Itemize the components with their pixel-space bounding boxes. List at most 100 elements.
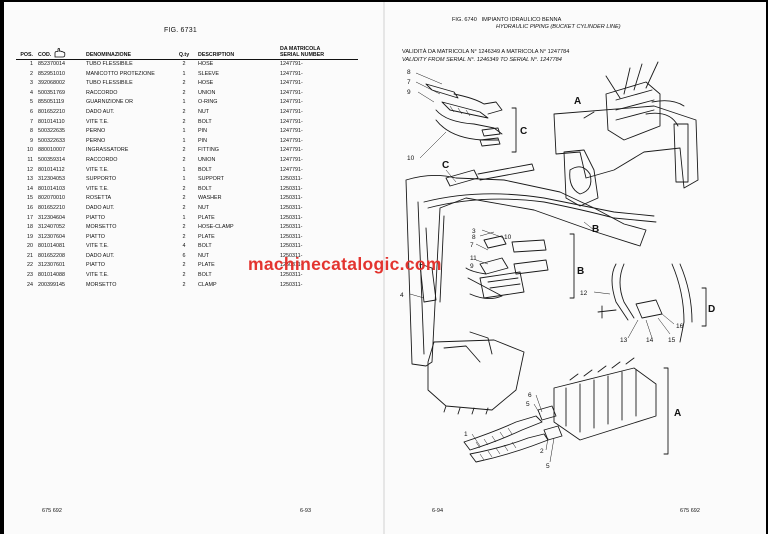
arm-cylinder: [419, 227, 437, 303]
cell-qty: 2: [182, 147, 186, 154]
callout-5-bottom: 5: [546, 463, 550, 470]
valve-levers: [605, 61, 659, 99]
cell-code: 855051119: [38, 99, 65, 106]
hose-2: [469, 433, 549, 463]
cell-pos: 21: [27, 252, 33, 259]
cell-serial: 1250311-: [280, 272, 303, 279]
cell-desc: PLATE: [198, 262, 215, 269]
callout-2: 2: [540, 448, 544, 455]
cell-serial: 1250311-: [280, 214, 303, 221]
cell-serial: 1247791-: [280, 128, 303, 135]
cell-pos: 19: [27, 233, 33, 240]
catalog-spread: FIG. 6731 POS. COD. DENOMINAZIONE Q.ty D…: [4, 2, 766, 534]
right-title-en: HYDRAULIC PIPING (BUCKET CYLINDER LINE): [496, 24, 621, 31]
cell-name-it: MORSETTO: [86, 224, 117, 231]
cell-name-it: DADO AUT.: [86, 252, 115, 259]
section-C-right: C: [520, 126, 527, 137]
callout-1: 1: [464, 431, 468, 438]
right-footer-model: 675 692: [680, 508, 700, 514]
boom-inner-line: [417, 201, 445, 355]
cell-name-it: PIATTO: [86, 214, 105, 221]
cell-serial: 1250311-: [280, 281, 303, 288]
cell-name-it: GUARNIZIONE OR: [86, 99, 134, 106]
cell-name-it: RACCORDO: [86, 89, 118, 96]
cell-desc: PIN: [198, 137, 207, 144]
right-fig-label: FIG. 6740: [452, 17, 477, 23]
cell-qty: 2: [182, 185, 186, 192]
cell-name-it: SUPPORTO: [86, 176, 117, 183]
detail-B-hoses: [465, 267, 503, 299]
validity-it: VALIDITÀ DA MATRICOLA N° 1246349 A MATRI…: [402, 49, 570, 55]
cylinder-C: [445, 163, 535, 187]
col-pos: POS.: [20, 52, 33, 58]
left-fig-label: FIG. 6731: [164, 27, 197, 34]
cell-pos: 8: [30, 128, 33, 135]
cell-name-it: RACCORDO: [86, 156, 118, 163]
callout-11: 11: [470, 255, 477, 262]
detail-B-clamp: [479, 271, 525, 299]
watermark-text: machinecatalogic.com: [248, 254, 442, 274]
cell-serial: 1247791-: [280, 166, 303, 173]
cell-desc: NUT: [198, 108, 210, 115]
cell-desc: SLEEVE: [198, 70, 219, 77]
cell-desc: PLATE: [198, 233, 215, 240]
cell-desc: NUT: [198, 252, 210, 259]
callout-8-mid: 8: [472, 234, 476, 241]
cell-name-it: ROSETTA: [86, 195, 112, 202]
cell-desc: BOLT: [198, 185, 212, 192]
callout-7: 7: [407, 79, 411, 86]
cell-code: 801652210: [38, 108, 65, 115]
cell-desc: BOLT: [198, 243, 212, 250]
cell-qty: 2: [182, 281, 186, 288]
cell-desc: BOLT: [198, 272, 212, 279]
cell-qty: 1: [182, 137, 186, 144]
cell-name-it: PERNO: [86, 128, 106, 135]
cell-desc: PIN: [198, 128, 207, 135]
cell-pos: 16: [27, 204, 33, 211]
callout-13: 13: [620, 337, 628, 344]
callout-6: 6: [528, 392, 532, 399]
bracket-C-top: [511, 107, 517, 153]
bucket-teeth: [443, 405, 489, 415]
cell-serial: 1250311-: [280, 176, 303, 183]
cell-code: 801014088: [38, 272, 65, 279]
parts-table-header: POS. COD. DENOMINAZIONE Q.ty DESCRIPTION…: [16, 46, 358, 60]
cell-desc: HOSE-CLAMP: [198, 224, 234, 231]
cell-name-it: MORSETTO: [86, 281, 117, 288]
cell-qty: 2: [182, 204, 186, 211]
cell-qty: 2: [182, 89, 186, 96]
bracket-B: [569, 233, 575, 299]
cell-serial: 1247791-: [280, 80, 303, 87]
cell-name-it: DADO AUT.: [86, 108, 115, 115]
left-footer-model: 675 692: [42, 508, 62, 514]
cell-serial: 1250311-: [280, 185, 303, 192]
hose-1-texture: [475, 427, 513, 449]
cell-pos: 17: [27, 214, 33, 221]
cell-desc: UNION: [198, 89, 216, 96]
cell-pos: 23: [27, 272, 33, 279]
detail-D-hoses: [611, 263, 635, 321]
col-code-label: COD.: [38, 52, 52, 58]
cell-pos: 11: [27, 156, 33, 163]
cell-name-it: TUBO FLESSIBILE: [86, 61, 133, 67]
cell-pos: 18: [27, 224, 33, 231]
cell-name-it: VITE T.E.: [86, 185, 109, 192]
cell-serial: 1247791-: [280, 108, 303, 115]
left-footer-page: 6-93: [300, 508, 312, 514]
boom-outline: [405, 175, 647, 367]
cell-qty: 2: [182, 233, 186, 240]
hose-detail-coupler: [479, 127, 501, 147]
cell-qty: 1: [182, 176, 186, 183]
cell-serial: 1247791-: [280, 118, 303, 125]
cell-pos: 7: [30, 118, 33, 125]
